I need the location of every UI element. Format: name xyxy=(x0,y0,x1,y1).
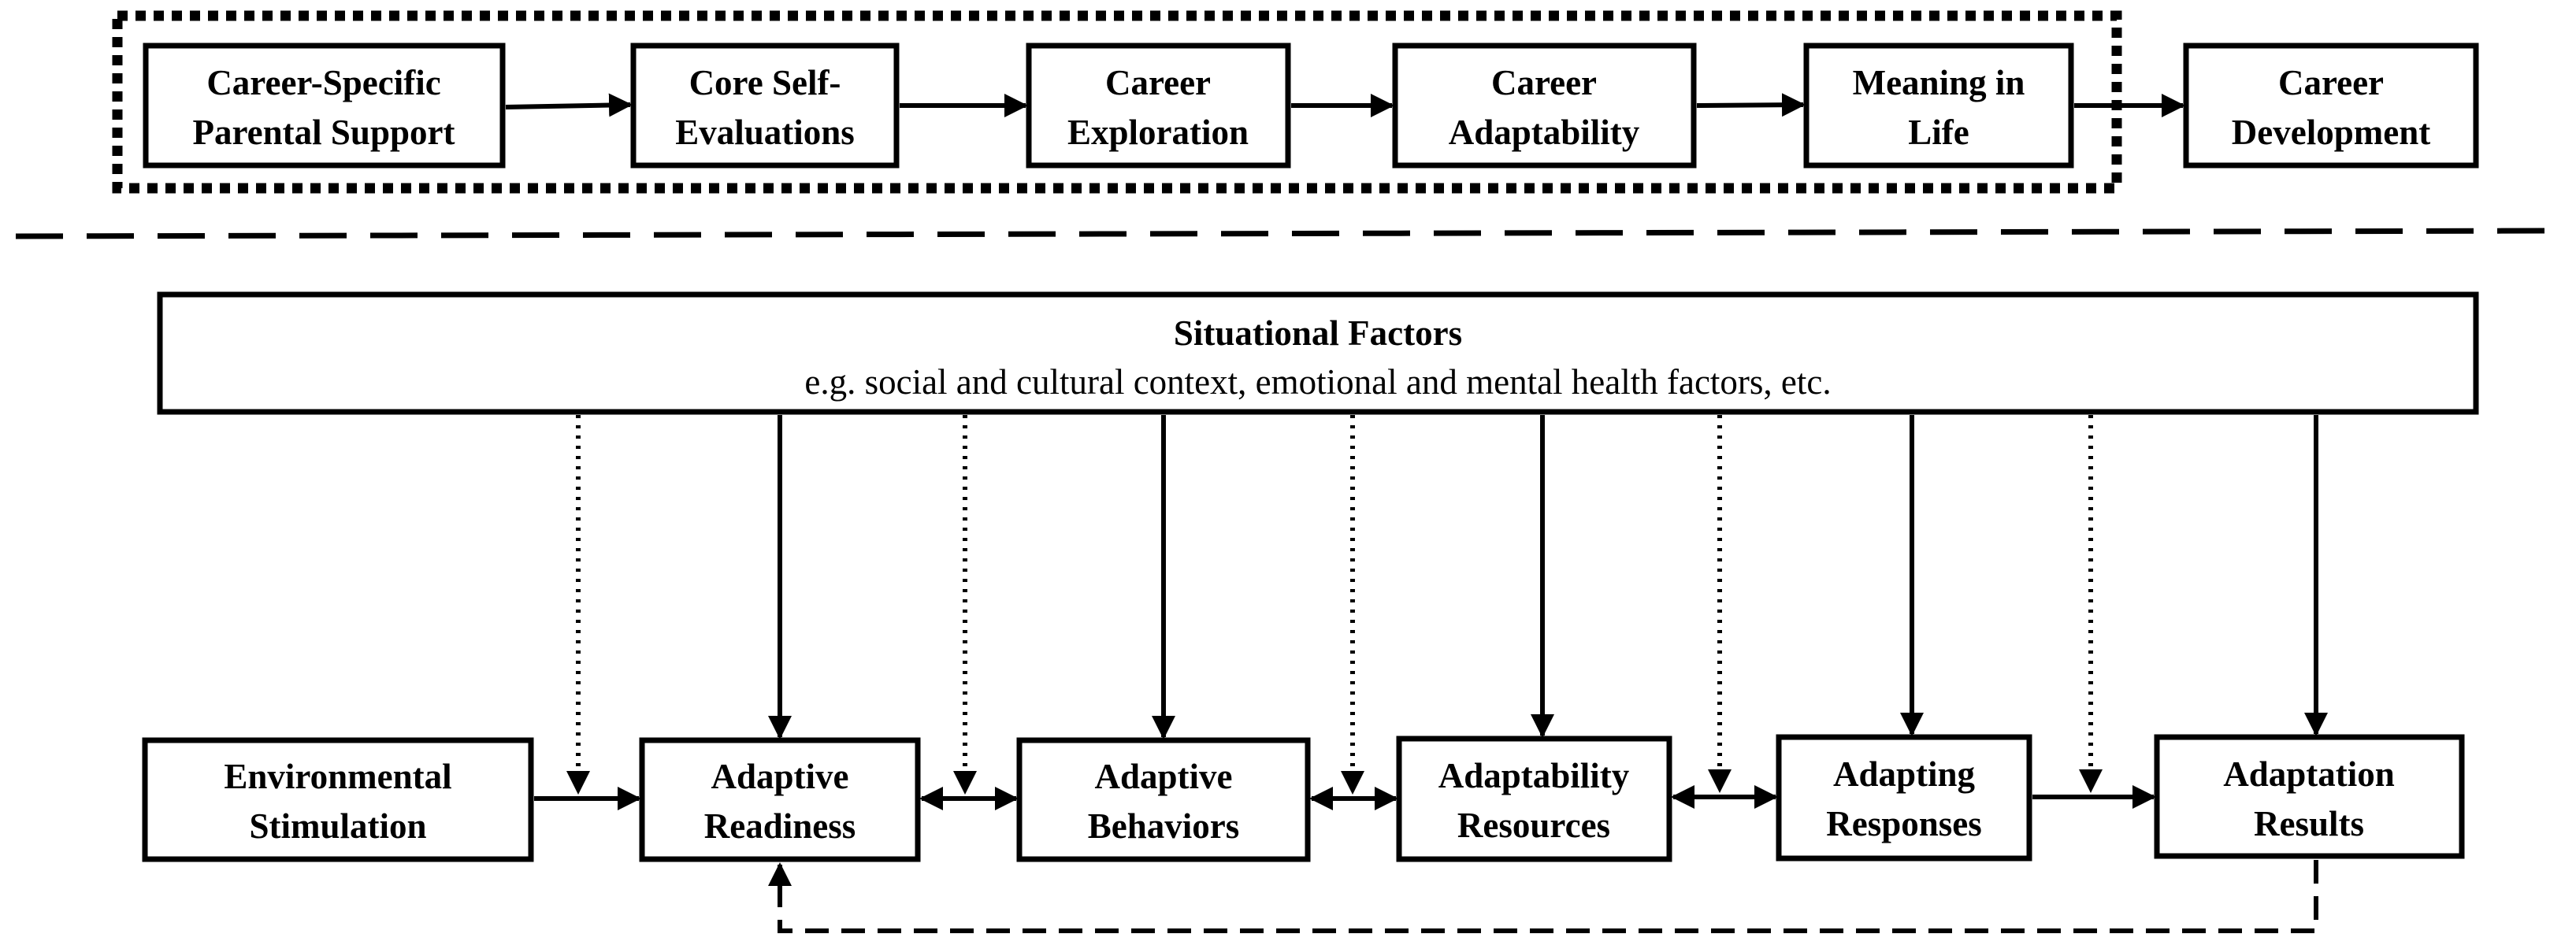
node-label-line1: Career xyxy=(1491,63,1597,102)
node-environmental-stimulation xyxy=(142,737,534,862)
node-label-line1: Adaptive xyxy=(1094,757,1232,796)
node-label-line1: Adaptability xyxy=(1438,756,1630,795)
node-label-line2: Responses xyxy=(1826,804,1982,843)
node-label-line2: Development xyxy=(2232,113,2430,152)
node-label-line2: Parental Support xyxy=(193,113,455,152)
node-label-line1: Adapting xyxy=(1833,754,1976,794)
node-label-line2: Evaluations xyxy=(675,113,855,152)
mediation-group-frame xyxy=(112,10,2122,194)
node-label-line2: Exploration xyxy=(1067,113,1249,152)
node-label-line2: Resources xyxy=(1457,806,1610,845)
situational-factors-subtitle: e.g. social and cultural context, emotio… xyxy=(804,362,1831,402)
node-core-self-evaluations xyxy=(630,43,900,169)
section-divider xyxy=(15,228,2567,239)
node-adaptation-results xyxy=(2154,734,2465,859)
node-label-line2: Life xyxy=(1908,113,1969,152)
node-label-line1: Environmental xyxy=(224,757,451,796)
node-adaptive-readiness xyxy=(639,737,921,862)
node-label-line1: Career xyxy=(1105,63,1211,102)
situational-factors-box xyxy=(157,291,2479,415)
node-label-line2: Stimulation xyxy=(249,806,426,846)
node-career-exploration xyxy=(1026,43,1291,169)
node-label-line1: Meaning in xyxy=(1853,63,2025,102)
feedback-loop-arrow xyxy=(768,860,2318,933)
node-adapting-responses xyxy=(1776,734,2032,862)
node-label-line1: Career xyxy=(2278,63,2384,102)
node-label-line2: Readiness xyxy=(704,806,856,846)
node-label-line1: Core Self- xyxy=(689,63,841,102)
situational-factors-title: Situational Factors xyxy=(1174,313,1462,353)
arrow-career-adaptability-to-meaning-in-life xyxy=(1696,93,1806,117)
node-career-adaptability xyxy=(1392,43,1697,169)
node-meaning-in-life xyxy=(1803,43,2074,169)
arrow-parental-support-to-core-self-evaluations xyxy=(505,93,633,117)
node-label-line2: Behaviors xyxy=(1088,806,1240,846)
node-label-line1: Career-Specific xyxy=(206,63,440,102)
node-adaptability-resources xyxy=(1396,736,1672,862)
node-career-specific-parental-support xyxy=(143,43,506,169)
node-label-line1: Adaptation xyxy=(2223,754,2395,794)
node-label-line1: Adaptive xyxy=(711,757,848,796)
node-label-line2: Adaptability xyxy=(1449,113,1640,152)
node-adaptive-behaviors xyxy=(1016,737,1311,862)
node-career-development xyxy=(2183,43,2479,169)
node-label-line2: Results xyxy=(2254,804,2364,843)
